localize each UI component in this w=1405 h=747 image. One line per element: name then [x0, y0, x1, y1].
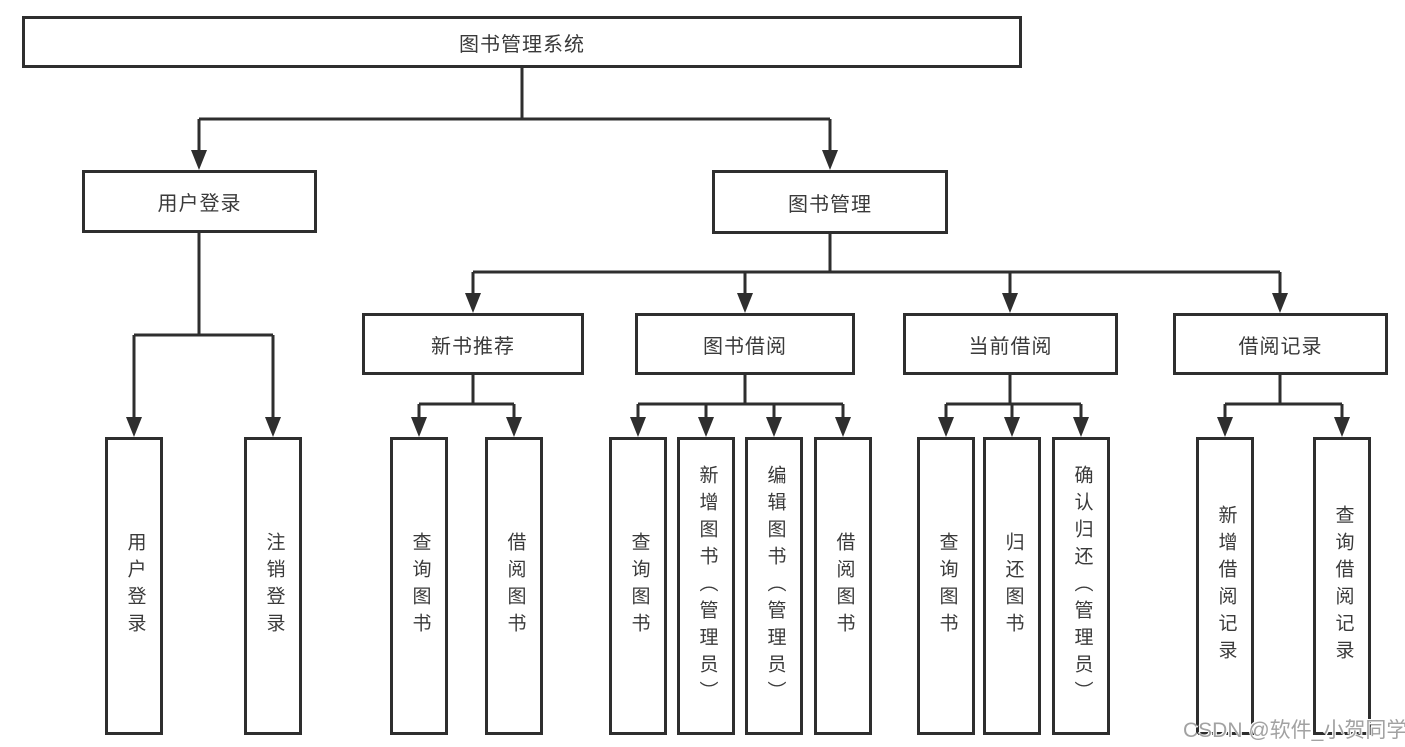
- node-book-management-label: 图书管理: [788, 193, 872, 216]
- arrowhead: [411, 417, 427, 437]
- leaf-records-query-record: 查询借阅记录: [1313, 437, 1371, 735]
- leaf-records-add-record-label: 新增借阅记录: [1215, 505, 1237, 667]
- leaf-borrow-edit-book-admin: 编辑图书（管理员）: [745, 437, 803, 735]
- leaf-records-query-record-label: 查询借阅记录: [1332, 505, 1354, 667]
- arrowhead: [1272, 293, 1288, 313]
- arrowhead: [265, 417, 281, 437]
- arrowhead: [822, 150, 838, 170]
- arrowhead: [698, 417, 714, 437]
- node-borrow-records: 借阅记录: [1173, 313, 1388, 375]
- node-new-book-recommend-label: 新书推荐: [431, 335, 515, 358]
- leaf-borrow-add-book-admin-label: 新增图书（管理员）: [696, 464, 718, 708]
- leaf-current-query-books-label: 查询图书: [936, 532, 958, 640]
- node-library-system-label: 图书管理系统: [459, 33, 585, 56]
- leaf-logout: 注销登录: [244, 437, 302, 735]
- leaf-borrow-borrow-books: 借阅图书: [814, 437, 872, 735]
- leaf-current-confirm-return-admin-label: 确认归还（管理员）: [1071, 464, 1093, 708]
- leaf-borrow-borrow-books-label: 借阅图书: [833, 532, 855, 640]
- node-user-login-label: 用户登录: [157, 193, 242, 215]
- node-book-borrow-label: 图书借阅: [703, 335, 787, 358]
- arrowhead: [1073, 417, 1089, 437]
- arrowhead: [737, 293, 753, 313]
- leaf-current-query-books: 查询图书: [917, 437, 975, 735]
- leaf-recommend-query-books: 查询图书: [390, 437, 448, 735]
- leaf-recommend-borrow-books-label: 借阅图书: [504, 532, 526, 640]
- arrowhead: [835, 417, 851, 437]
- leaf-current-confirm-return-admin: 确认归还（管理员）: [1052, 437, 1110, 735]
- leaf-borrow-add-book-admin: 新增图书（管理员）: [677, 437, 735, 735]
- node-current-borrow-label: 当前借阅: [968, 335, 1053, 358]
- arrowhead: [1002, 293, 1018, 313]
- arrowhead: [465, 293, 481, 313]
- leaf-user-login-label: 用户登录: [124, 532, 146, 640]
- arrowhead: [1217, 417, 1233, 437]
- arrowhead: [766, 417, 782, 437]
- arrowhead: [1004, 417, 1020, 437]
- node-current-borrow: 当前借阅: [903, 313, 1118, 375]
- leaf-borrow-query-books-label: 查询图书: [628, 532, 650, 640]
- arrowhead: [1334, 417, 1350, 437]
- node-borrow-records-label: 借阅记录: [1238, 335, 1323, 358]
- node-library-system: 图书管理系统: [22, 16, 1022, 68]
- leaf-logout-label: 注销登录: [263, 532, 285, 640]
- arrowhead: [191, 150, 207, 170]
- leaf-recommend-borrow-books: 借阅图书: [485, 437, 543, 735]
- arrowhead: [506, 417, 522, 437]
- leaf-recommend-query-books-label: 查询图书: [409, 532, 431, 640]
- csdn-watermark: CSDN @软件_小贺同学: [1183, 719, 1405, 742]
- node-book-management: 图书管理: [712, 170, 948, 234]
- node-book-borrow: 图书借阅: [635, 313, 855, 375]
- node-new-book-recommend: 新书推荐: [362, 313, 584, 375]
- leaf-current-return-books-label: 归还图书: [1002, 532, 1024, 640]
- node-user-login: 用户登录: [82, 170, 317, 233]
- leaf-borrow-query-books: 查询图书: [609, 437, 667, 735]
- arrowhead: [126, 417, 142, 437]
- arrowhead: [630, 417, 646, 437]
- leaf-records-add-record: 新增借阅记录: [1196, 437, 1254, 735]
- arrowhead: [938, 417, 954, 437]
- leaf-user-login: 用户登录: [105, 437, 163, 735]
- leaf-borrow-edit-book-admin-label: 编辑图书（管理员）: [764, 464, 786, 708]
- leaf-current-return-books: 归还图书: [983, 437, 1041, 735]
